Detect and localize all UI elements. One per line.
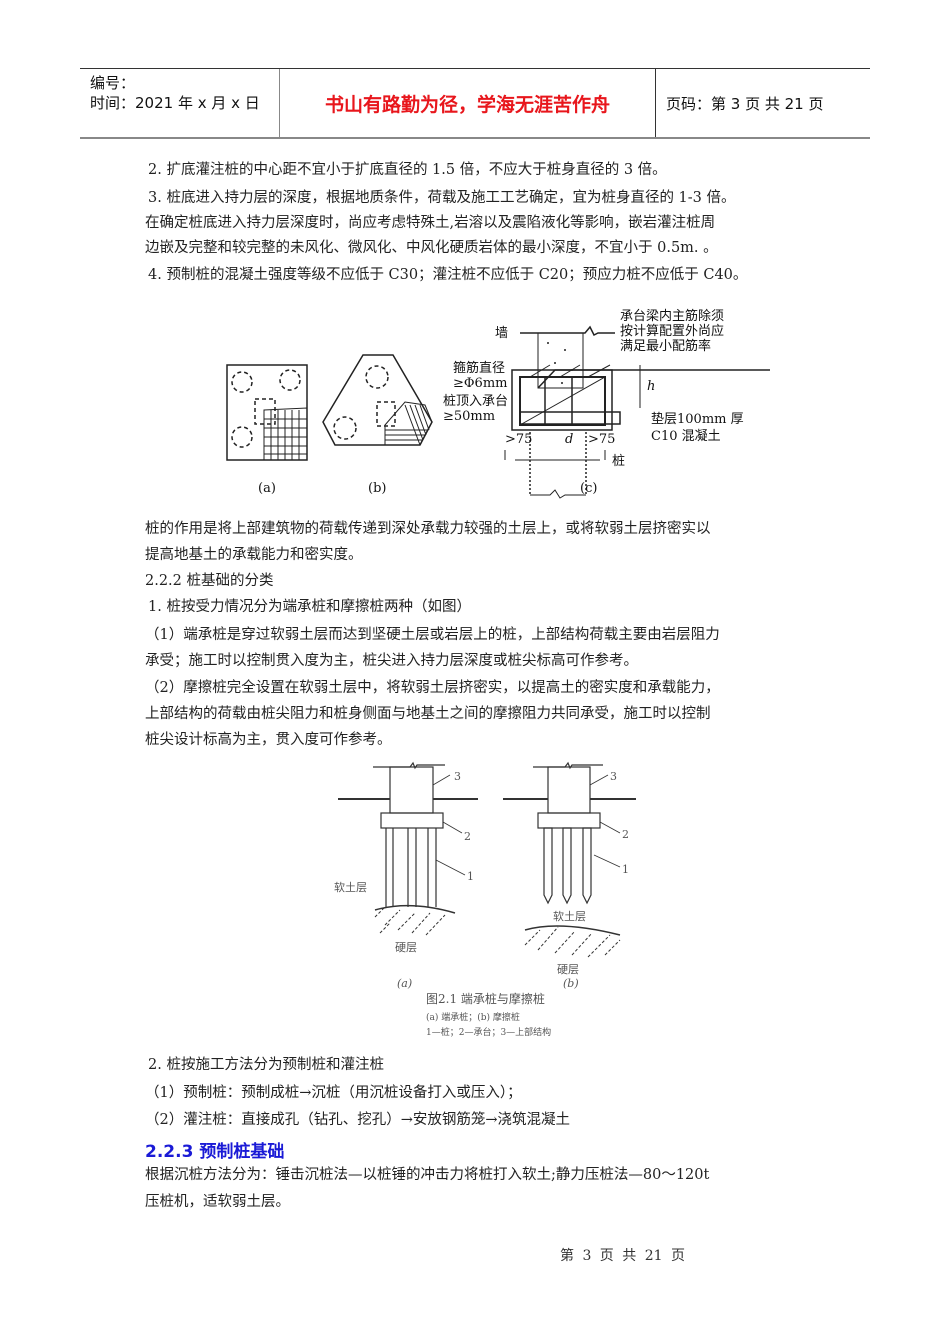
stirrup-label-2: ≥Φ6mm [453,376,507,391]
paragraph-item-4: 4. 预制桩的混凝土强度等级不应低于 C30；灌注桩不应低于 C20；预应力桩不… [148,267,748,283]
height-h: h [647,379,655,394]
note-line-1: 承台梁内主筋除须 [620,308,724,324]
label-b: (b) [563,977,579,990]
header-meta-cell: 编号： 时间：2021 年 x 月 x 日 [80,69,280,137]
friction-paragraph: （2）摩擦桩完全设置在软弱土层中，将软弱土层挤密实，以提高土的密实度和承载能力， [145,680,720,696]
figure-subcaption: (a) 端承桩；(b) 摩擦桩 [426,1011,520,1023]
motto: 书山有路勤为径，学海无涯苦作舟 [280,69,656,137]
label-a: (a) [258,481,276,496]
figure-caption: 图2.1 端承桩与摩擦桩 [426,991,545,1006]
num-3-b: 3 [610,770,617,783]
label-c: (c) [580,481,597,496]
pile-cap-figure: (a) (b) (c) 墙 承台梁内主筋除须 按计算配置外尚应 满足最小配筋率 … [226,308,770,499]
pile-top-label-1: 桩顶入承台 [443,394,508,409]
num-1-a: 1 [467,870,474,883]
paragraph-item-3: 3. 桩底进入持力层的深度，根据地质条件，荷载及施工工艺确定，宜为桩身直径的 1… [148,190,736,206]
cast-in-place-pile-item: （2）灌注桩：直接成孔（钻孔、挖孔）→安放钢筋笼→浇筑混凝土 [145,1112,571,1128]
end-bearing-paragraph: （1）端承桩是穿过软弱土层而达到坚硬土层或岩层上的桩，上部结构荷载主要由岩层阻力 [145,627,720,643]
hard-layer-label-b: 硬层 [557,963,579,976]
pile-top-label-2: ≥50mm [443,409,495,424]
num-2-a: 2 [464,830,471,843]
triangle-cap-outline [322,354,433,446]
section-heading-223: 2.2.3 预制桩基础 [145,1142,285,1162]
sinking-method-paragraph: 根据沉桩方法分为：锤击沉桩法—以桩锤的冲击力将桩打入软土;静力压桩法—80～12… [145,1167,710,1183]
wall-hatch [537,332,584,389]
soft-soil-label-b: 软土层 [553,909,586,923]
number-label: 编号： [90,74,136,92]
paragraph-item-2: 2. 扩底灌注桩的中心距不宜小于扩底直径的 1.5 倍，不应大于桩身直径的 3 … [148,162,667,178]
label-b: (b) [368,481,386,496]
cushion-label-1: 垫层100mm 厚 [651,411,744,427]
friction-paragraph-cont: 桩尖设计标高为主，贯入度可作参考。 [145,732,392,748]
classification-1: 1. 桩按受力情况分为端承桩和摩擦桩两种（如图） [148,599,471,615]
header-page-info: 页码：第 3 页 共 21 页 [666,94,824,113]
pile-types-figure: 3 2 1 3 2 1 软土层 硬层 软土层 硬层 (a) (b) 图2.1 端… [334,761,636,1038]
clearance-right: >75 [588,432,615,447]
note-line-2: 按计算配置外尚应 [620,323,724,339]
num-2-b: 2 [622,828,629,841]
hard-layer-label-a: 硬层 [395,941,417,954]
soft-soil-label-a: 软土层 [334,880,367,894]
time-label: 时间：2021 年 x 月 x 日 [90,94,260,112]
stirrup-label-1: 箍筋直径 [453,360,505,376]
clearance-left: >75 [505,432,532,447]
pile-role-paragraph-cont: 提高地基土的承载能力和密实度。 [145,547,363,563]
paragraph-item-3-cont: 边嵌及完整和较完整的未风化、微风化、中风化硬质岩体的最小深度，不宜小于 0.5m… [145,240,718,256]
diameter-d: d [565,432,573,447]
cap-beam [511,369,613,431]
figure-legend: 1—桩；2—承台；3—上部结构 [426,1026,551,1038]
page-footer: 第 3 页 共 21 页 [560,1248,685,1264]
precast-pile-item: （1）预制桩：预制成桩→沉桩（用沉桩设备打入或压入）； [145,1085,522,1101]
paragraph-item-3-cont: 在确定桩底进入持力层深度时，尚应考虑特殊土,岩溶以及震陷液化等影响，嵌岩灌注桩周 [145,215,716,231]
section-heading-222: 2.2.2 桩基础的分类 [145,573,274,589]
cushion-label-2: C10 混凝土 [651,428,721,444]
pile-role-paragraph: 桩的作用是将上部建筑物的荷载传递到深处承载力较强的土层上，或将软弱土层挤密实以 [145,521,711,537]
document-header: 编号： 时间：2021 年 x 月 x 日 书山有路勤为径，学海无涯苦作舟 页码… [80,68,870,139]
num-3-a: 3 [454,770,461,783]
friction-paragraph-cont: 上部结构的荷载由桩尖阻力和桩身侧面与地基土之间的摩擦阻力共同承受，施工时以控制 [145,706,711,722]
num-1-b: 1 [622,863,629,876]
classification-2: 2. 桩按施工方法分为预制桩和灌注桩 [148,1057,384,1073]
label-a: (a) [397,977,412,990]
sinking-method-paragraph-cont: 压桩机，适软弱土层。 [145,1194,290,1210]
pile-label: 桩 [612,454,625,469]
wall-label: 墙 [495,326,508,341]
end-bearing-paragraph-cont: 承受；施工时以控制贯入度为主，桩尖进入持力层深度或桩尖标高可作参考。 [145,653,638,669]
note-line-3: 满足最小配筋率 [620,338,711,354]
